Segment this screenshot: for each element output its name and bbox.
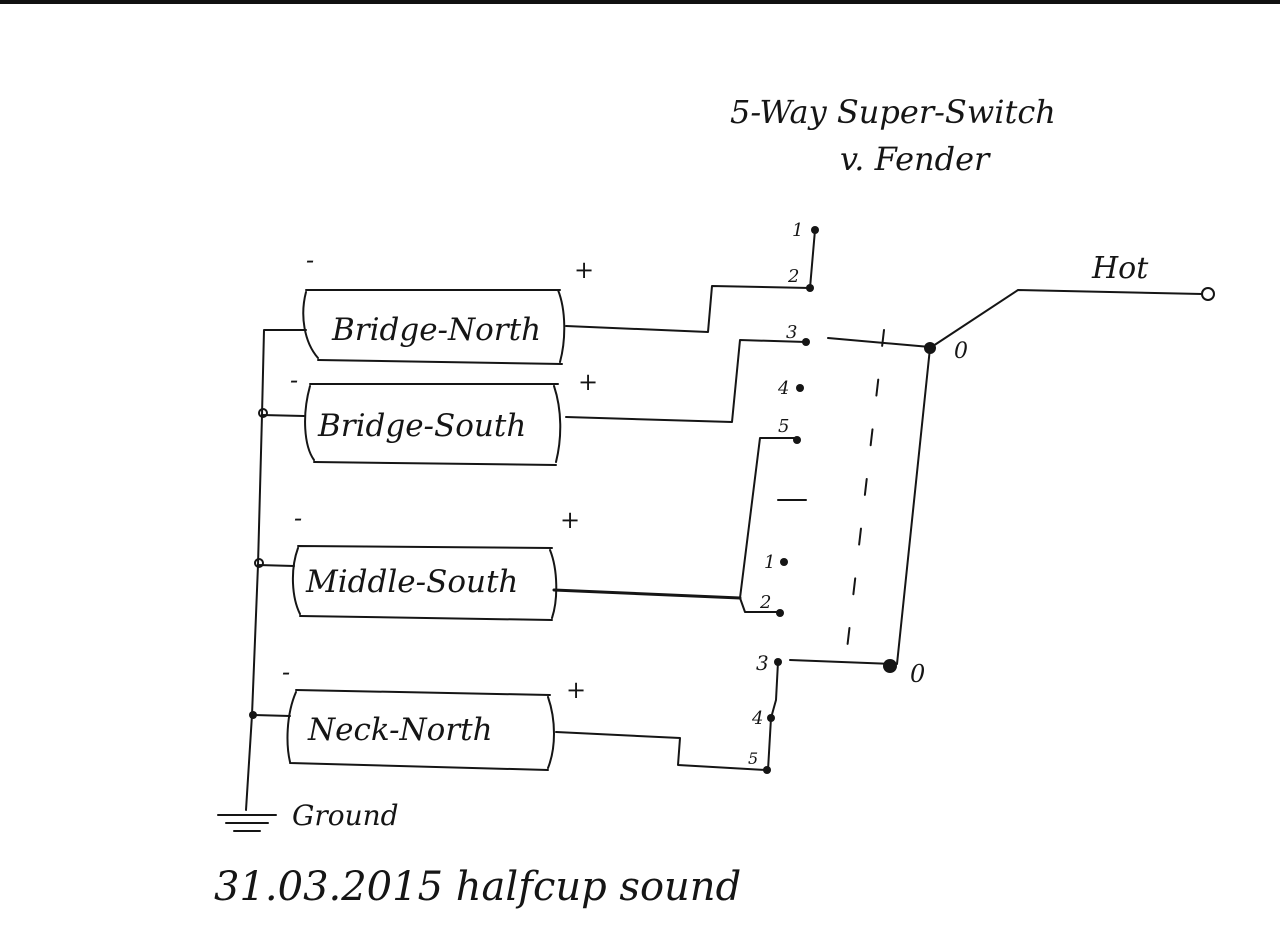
terminal-label: 2	[787, 266, 799, 287]
terminal-dot	[793, 436, 801, 444]
pickup-label: Neck-North	[307, 712, 493, 748]
polarity-plus: +	[574, 256, 594, 284]
polarity-minus: -	[294, 504, 302, 532]
terminal-label: 1	[792, 220, 803, 241]
pickup-neck-north: Neck-North - +	[282, 658, 586, 771]
switch-commons: 0 0	[789, 329, 968, 688]
pickup-middle-south: Middle-South - +	[291, 504, 580, 621]
polarity-plus: +	[566, 676, 586, 704]
terminal-label: 4	[751, 708, 763, 729]
ground-symbol	[217, 814, 277, 832]
ground-label: Ground	[292, 799, 399, 832]
output-jack-icon	[1201, 287, 1215, 301]
hot-output: Hot	[929, 251, 1215, 349]
pickup-label: Middle-South	[305, 564, 518, 600]
terminal-label: 3	[786, 322, 797, 343]
terminal-dot	[802, 338, 810, 346]
pickup-bridge-south: Bridge-South - +	[290, 366, 598, 466]
diagram-title-line2: v. Fender	[840, 140, 991, 178]
diagram-title-line1: 5-Way Super-Switch	[730, 93, 1056, 131]
terminal-dot	[811, 226, 819, 234]
polarity-minus: -	[306, 246, 314, 274]
terminal-dot	[806, 284, 814, 292]
terminal-dot	[776, 609, 784, 617]
terminal-dot	[780, 558, 788, 566]
common-label-upper: 0	[954, 339, 968, 364]
pickup-wires	[552, 229, 816, 771]
polarity-plus: +	[578, 368, 598, 396]
terminal-label: 3	[756, 651, 769, 675]
common-label-lower: 0	[910, 660, 925, 688]
switch-upper-deck: 1 2 3 4 5	[777, 220, 819, 444]
polarity-minus: -	[290, 366, 298, 394]
polarity-plus: +	[560, 506, 580, 534]
terminal-label: 5	[778, 416, 789, 437]
footer-note: 31.03.2015 halfcup sound	[214, 864, 741, 910]
pickup-bridge-north: Bridge-North - +	[302, 246, 594, 365]
pickup-label: Bridge-North	[331, 312, 541, 348]
scan-top-edge	[0, 0, 1280, 4]
terminal-label: 5	[748, 749, 758, 768]
terminal-label: 2	[759, 592, 771, 613]
terminal-dot	[796, 384, 804, 392]
terminal-label: 1	[764, 552, 775, 573]
terminal-label: 4	[777, 378, 789, 399]
switch-lower-deck: 1 2 3 4 5	[748, 499, 807, 774]
polarity-minus: -	[282, 658, 290, 686]
hot-label: Hot	[1091, 251, 1149, 286]
pickup-label: Bridge-South	[317, 408, 526, 444]
ground-bus	[245, 329, 307, 811]
common-terminal	[883, 659, 897, 673]
